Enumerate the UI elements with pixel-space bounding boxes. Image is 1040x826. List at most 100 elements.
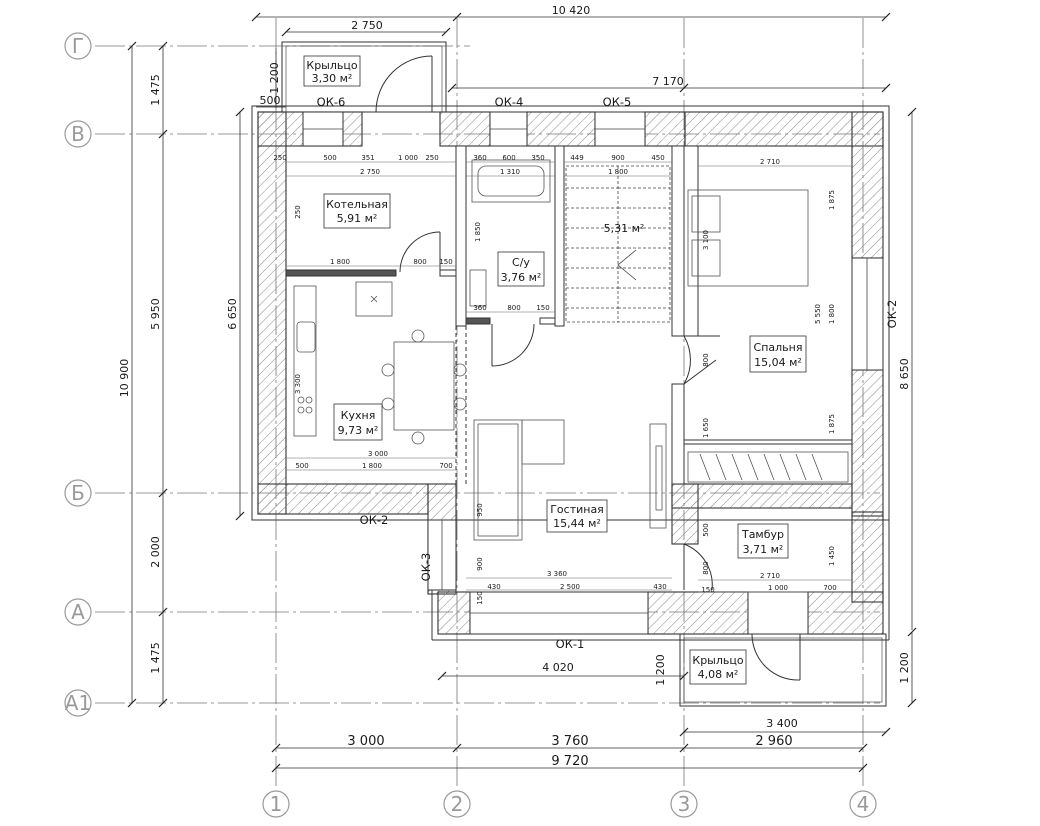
interior-walls [285,145,853,485]
dim-left-1475-bottom: 1 475 [149,642,162,674]
axis-markers [64,32,877,818]
dim-bd-1800: 1 800 [828,304,836,324]
dim-w-150: 150 [536,304,549,312]
room-area-bedroom: 15,04 м² [754,356,802,369]
dim-l-900: 900 [476,557,484,570]
axis-label-1: 1 [270,792,283,816]
dim-bd-5550: 5 550 [814,304,822,324]
dim-bd-1650: 1 650 [702,418,710,438]
dim-b-250b: 250 [425,154,438,162]
room-area-vestibule: 3,71 м² [743,543,784,556]
dim-top-500: 500 [260,94,281,107]
window-mark-ok5: ОК-5 [603,95,632,109]
dim-bd-2710: 2 710 [760,158,780,166]
dim-top-total: 10 420 [552,4,591,17]
dim-w-1850: 1 850 [474,222,482,242]
kitchen-divider [455,326,467,484]
axis-label-4: 4 [857,792,870,816]
dim-v-1450: 1 450 [828,546,836,566]
room-name-kitchen: Кухня [341,409,376,422]
dim-w-800: 800 [507,304,520,312]
dim-b-500: 500 [323,154,336,162]
axis-label-a1: А1 [65,691,91,715]
dim-k-500: 500 [295,462,308,470]
dim-bottom-4020: 4 020 [542,661,574,674]
bathtub [471,159,551,203]
dim-bottom-3760: 3 760 [551,734,588,749]
wardrobe [687,451,849,483]
window-mark-ok2-left: ОК-2 [360,513,389,527]
kitchen-counter [293,285,317,437]
room-name-living: Гостиная [550,503,604,516]
dim-bd-1875a: 1 875 [828,190,836,210]
dim-v-500: 500 [702,523,710,536]
room-area-kitchen: 9,73 м² [338,424,379,437]
dim-w-350: 350 [531,154,544,162]
dim-b-250v: 250 [294,205,302,218]
bed [687,189,809,287]
room-name-vestibule: Тамбур [741,528,784,541]
dim-w-600: 600 [502,154,515,162]
dim-bottom-total: 9 720 [551,754,588,769]
dim-bottom-3000: 3 000 [347,734,384,749]
window-mark-ok3: ОК-3 [419,553,433,582]
room-name-porch-bottom: Крыльцо [692,654,743,667]
ottoman [521,419,565,465]
dim-v-700: 700 [823,584,836,592]
dim-left-total: 10 900 [118,359,131,398]
dim-l-150b: 150 [701,586,714,594]
dim-s-1800: 1 800 [608,168,628,176]
furniture [293,159,849,541]
window-mark-ok1: ОК-1 [556,637,585,651]
room-name-bedroom: Спальня [754,341,803,354]
dim-right-8650: 8 650 [898,358,911,390]
small-dim-lines [286,161,852,593]
axis-label-g: Г [72,34,84,58]
dim-b-2750: 2 750 [360,168,380,176]
axis-label-3: 3 [678,792,691,816]
dim-left-6650: 6 650 [226,298,239,330]
room-name-wc: С/у [512,256,530,269]
dim-top-7170: 7 170 [652,75,684,88]
room-name-boiler: Котельная [326,198,388,211]
dim-l-430a: 430 [487,583,500,591]
dim-left-2000: 2 000 [149,536,162,568]
axis-label-b: Б [71,481,85,505]
room-area-stair: 5,31 м² [604,222,645,235]
dim-l-3360: 3 360 [547,570,567,578]
dim-porch-1200: 1 200 [268,62,281,94]
room-name-porch-top: Крыльцо [306,59,357,72]
dim-k-3000: 3 000 [368,450,388,458]
dim-l-430b: 430 [653,583,666,591]
doors [375,55,801,681]
room-area-porch-bottom: 4,08 м² [698,668,739,681]
dim-k-700: 700 [439,462,452,470]
dim-l-950: 950 [476,503,484,516]
dim-s-900: 900 [611,154,624,162]
dim-k-1800: 1 800 [362,462,382,470]
dim-porch-b-1200: 1 200 [654,654,667,686]
axis-label-2: 2 [451,792,464,816]
room-label-frames [303,55,807,685]
dim-v-800: 800 [702,561,710,574]
axis-label-a: А [71,600,85,624]
tv-stand [649,423,667,529]
axis-label-v: В [71,122,85,146]
dim-bd-800: 800 [702,353,710,366]
dim-k-3300: 3 300 [294,374,302,394]
dim-b-250a: 250 [273,154,286,162]
dim-left-1475-top: 1 475 [149,74,162,106]
outer-outline [251,105,890,641]
dim-b-1000: 1 000 [398,154,418,162]
window-mark-ok2-right: ОК-2 [885,300,899,329]
room-area-porch-top: 3,30 м² [312,72,353,85]
window-glass-lines [303,128,868,614]
dim-bd-1875b: 1 875 [828,414,836,434]
dim-s-450: 450 [651,154,664,162]
door-bedroom [683,335,691,385]
dim-w-360b: 360 [473,304,486,312]
dim-b-150: 150 [439,258,452,266]
dim-v-1000: 1 000 [768,584,788,592]
fridge [355,281,393,317]
